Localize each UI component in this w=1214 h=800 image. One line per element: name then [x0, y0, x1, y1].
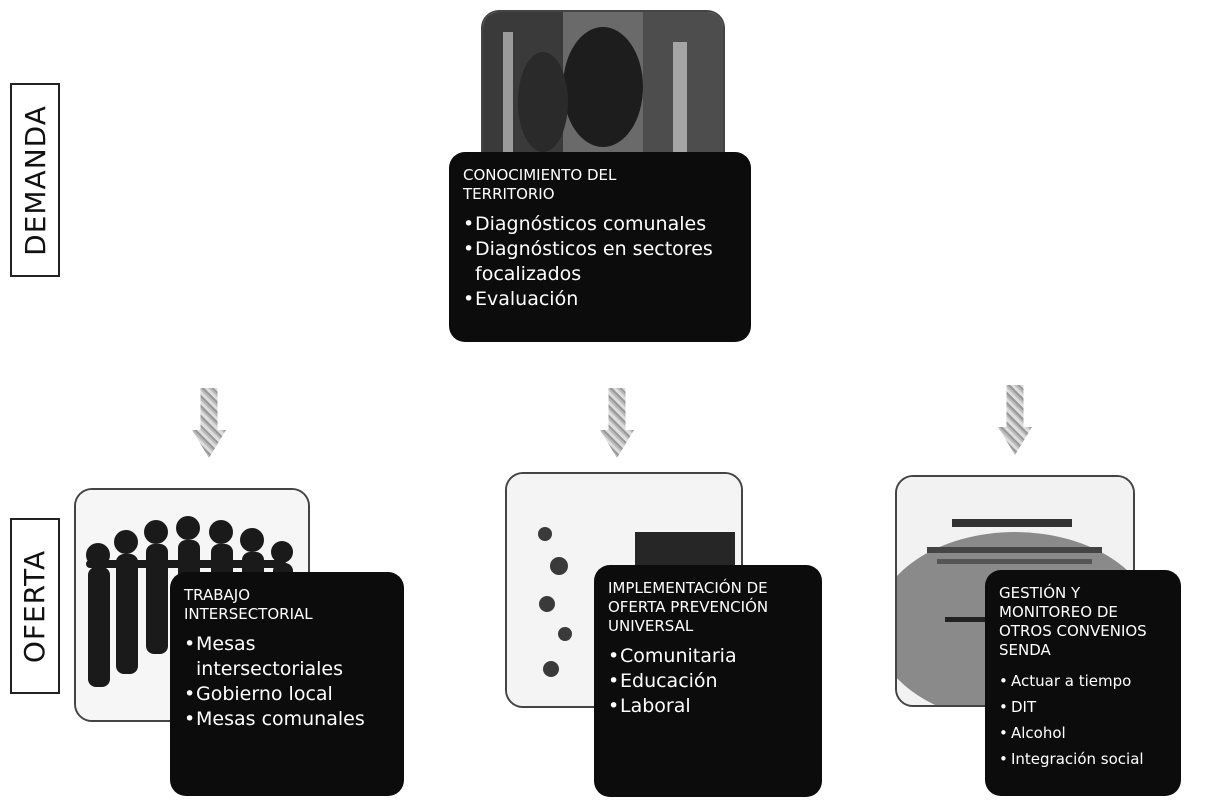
- universal-prevention-title: IMPLEMENTACIÓN DE OFERTA PREVENCIÓN UNIV…: [608, 579, 769, 635]
- agreements-management-title: GESTIÓN Y MONITOREO DE OTROS CONVENIOS S…: [999, 584, 1147, 659]
- demanda-label: DEMANDA: [10, 83, 60, 277]
- list-item: Educación: [608, 669, 808, 694]
- down-arrow-icon: [600, 388, 634, 458]
- down-arrow-icon: [192, 388, 226, 458]
- demanda-label-text: DEMANDA: [18, 104, 52, 256]
- list-item: Alcohol: [999, 720, 1167, 746]
- list-item: Laboral: [608, 694, 808, 719]
- territory-knowledge-list: Diagnósticos comunales Diagnósticos en s…: [463, 212, 737, 312]
- agreements-management-box: GESTIÓN Y MONITOREO DE OTROS CONVENIOS S…: [985, 570, 1181, 796]
- list-item: Mesas comunales: [184, 707, 390, 732]
- agreements-management-list: Actuar a tiempo DIT Alcohol Integración …: [999, 668, 1167, 772]
- territory-knowledge-title: CONOCIMIENTO DEL TERRITORIO: [463, 166, 617, 203]
- oferta-label: OFERTA: [10, 518, 60, 694]
- intersectoral-work-list: Mesas intersectoriales Gobierno local Me…: [184, 632, 390, 732]
- list-item: Mesas intersectoriales: [184, 632, 390, 682]
- territory-photo-image: [483, 12, 723, 172]
- list-item: Gobierno local: [184, 682, 390, 707]
- list-item: Integración social: [999, 746, 1167, 772]
- list-item: Comunitaria: [608, 644, 808, 669]
- list-item: Actuar a tiempo: [999, 668, 1167, 694]
- universal-prevention-list: Comunitaria Educación Laboral: [608, 644, 808, 719]
- oferta-label-text: OFERTA: [18, 549, 52, 663]
- down-arrow-icon: [998, 385, 1032, 455]
- intersectoral-work-title: TRABAJO INTERSECTORIAL: [184, 586, 313, 623]
- list-item: DIT: [999, 694, 1167, 720]
- territory-photo: [481, 10, 725, 174]
- list-item: Evaluación: [463, 287, 737, 312]
- territory-knowledge-box: CONOCIMIENTO DEL TERRITORIO Diagnósticos…: [449, 152, 751, 342]
- list-item: Diagnósticos en sectores focalizados: [463, 237, 737, 287]
- intersectoral-work-box: TRABAJO INTERSECTORIAL Mesas intersector…: [170, 572, 404, 796]
- universal-prevention-box: IMPLEMENTACIÓN DE OFERTA PREVENCIÓN UNIV…: [594, 565, 822, 797]
- list-item: Diagnósticos comunales: [463, 212, 737, 237]
